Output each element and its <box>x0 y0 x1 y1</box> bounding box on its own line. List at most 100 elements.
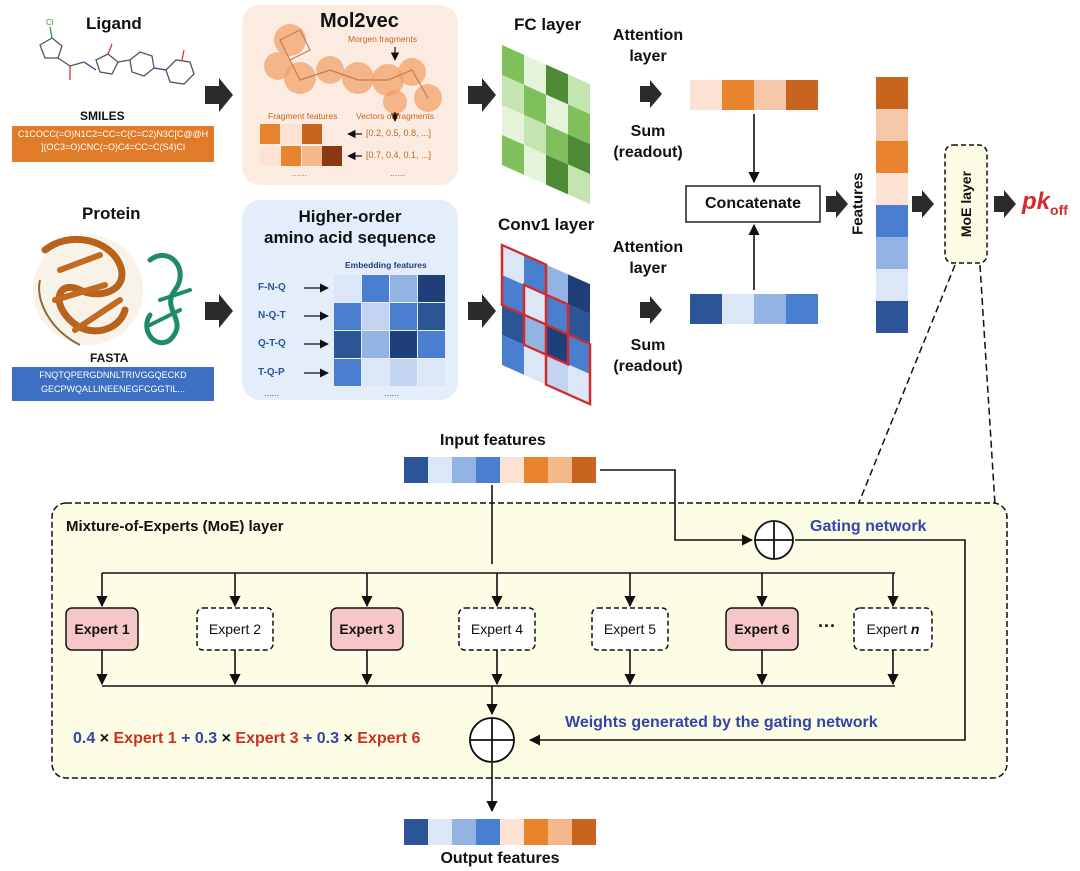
smiles-label: SMILES <box>80 109 125 123</box>
attention-bottom-line1: Attention <box>612 239 684 256</box>
expert-box-4 <box>458 607 536 651</box>
sum-bottom-label: Sum (readout) <box>598 336 698 378</box>
ligand-molecule-drawing <box>39 26 195 85</box>
formula-w2: 0.3 <box>194 730 218 747</box>
embedding-features-label: Embedding features <box>345 260 427 270</box>
moe-flow-lines <box>102 469 966 813</box>
seq-row-3: Q-T-Q <box>258 338 286 349</box>
amino-title: Higher-order amino acid sequence <box>262 206 438 249</box>
fragment-features-label: Fragment features <box>268 111 338 121</box>
protein-title: Protein <box>82 204 141 223</box>
formula-w1: 0.4 <box>73 730 96 747</box>
expert-label-2: Expert 2 <box>209 621 261 637</box>
fasta-line2: GECPWQALLINEENEGFCGGTIL... <box>40 383 186 394</box>
expert-label-1: Expert 1 <box>74 621 129 637</box>
zoom-line-left <box>857 264 956 506</box>
amino-ellipsis-right: ...... <box>384 388 400 398</box>
fasta-box: FNQTQPERGDNNLTRIVGGQECKD GECPWQALLINEENE… <box>12 367 214 401</box>
formula-plus1: + <box>181 730 191 747</box>
conv1-layer-title: Conv1 layer <box>498 215 595 234</box>
formula-e3: Expert 6 <box>357 730 421 747</box>
attention-top-line1: Attention <box>612 27 684 44</box>
features-vector <box>876 77 908 333</box>
formula-times2: × <box>221 730 231 747</box>
vector1-text: [0.2, 0.5, 0.8, ...] <box>366 128 432 138</box>
sum-bottom-line1: Sum <box>630 337 666 354</box>
sum-top-line2: (readout) <box>613 143 683 161</box>
expert-label-4: Expert 4 <box>471 621 523 637</box>
amino-to-conv1-arrow <box>468 294 496 328</box>
fc-to-attention-arrow <box>640 80 662 108</box>
attention-bottom-label: Attention layer <box>598 238 698 280</box>
conv1-layer-grid <box>500 243 592 406</box>
conv1-to-attention-arrow <box>640 296 662 324</box>
cl-atom-label: Cl <box>46 18 54 27</box>
protein-to-amino-arrow <box>205 294 233 328</box>
sum-top-label: Sum (readout) <box>598 122 698 164</box>
concatenate-label: Concatenate <box>704 195 802 212</box>
pk-off-output: pkoff <box>1022 188 1068 218</box>
features-to-moe-arrow <box>912 190 934 218</box>
mol2vec-to-fc-arrow <box>468 78 496 112</box>
fc-layer-title: FC layer <box>514 15 582 34</box>
sum-bottom-line2: (readout) <box>613 357 683 375</box>
formula-w3: 0.3 <box>316 730 340 747</box>
gating-network-label: Gating network <box>810 518 927 535</box>
gating-sum-node <box>754 520 794 560</box>
expert-label-6: Expert 6 <box>734 621 789 637</box>
fragment-feature-grid <box>260 124 342 166</box>
ligand-vector <box>690 80 818 110</box>
smiles-line1: C1COCC(=O)N1C2=CC=C(C=C2)N3C[C@@H <box>17 129 209 139</box>
seq-row-1: F-N-Q <box>258 282 286 293</box>
seq-row-4: T-Q-P <box>258 367 285 378</box>
attention-top-label: Attention layer <box>598 26 698 68</box>
protein-vector <box>690 294 818 324</box>
moe-layer-small-label: MoE layer <box>957 170 974 238</box>
moe-to-output-arrow <box>994 190 1016 218</box>
expert-box-3 <box>330 607 404 651</box>
mol2vec-ellipsis-left: ...... <box>292 168 308 178</box>
expert-label-suffix: n <box>911 621 920 637</box>
expert-box-1 <box>65 607 139 651</box>
expert-box-6 <box>725 607 799 651</box>
input-features-label: Input features <box>440 432 546 449</box>
zoom-line-right <box>979 264 996 506</box>
mol2vec-ellipsis-right: ...... <box>390 168 406 178</box>
weighted-sum-formula: 0.4 × Expert 1 + 0.3 × Expert 3 + 0.3 × … <box>73 730 420 748</box>
embedding-feature-grid <box>334 275 445 386</box>
amino-title-line2: amino acid sequence <box>264 228 436 248</box>
mol2vec-title: Mol2vec <box>320 10 399 32</box>
expert-box-2 <box>196 607 274 651</box>
protein-structure-drawing <box>33 235 192 346</box>
output-features-label: Output features <box>440 850 560 867</box>
formula-times1: × <box>99 730 110 747</box>
formula-plus2: + <box>302 730 313 747</box>
attention-top-line2: layer <box>629 47 667 65</box>
moe-panel-title: Mixture-of-Experts (MoE) layer <box>66 518 284 535</box>
pk-sub: off <box>1050 202 1068 218</box>
formula-e1: Expert 1 <box>113 730 177 747</box>
seq-row-2: N-Q-T <box>258 310 286 321</box>
block-arrows <box>205 78 1016 328</box>
morgen-fragments-label: Morgen fragments <box>348 34 417 44</box>
expert-label-5: Expert 5 <box>604 621 656 637</box>
expert-box-7 <box>853 607 933 651</box>
morgen-fragments-drawing <box>264 24 442 114</box>
expert-label-7: Expert n <box>867 621 920 637</box>
smiles-box: C1COCC(=O)N1C2=CC=C(C=C2)N3C[C@@H ](OC3=… <box>12 126 214 162</box>
amino-ellipsis-left: ...... <box>264 388 280 398</box>
fc-layer-grid <box>502 44 590 205</box>
weighted-sum-node <box>469 717 515 763</box>
vector2-text: [0.7, 0.4, 0.1, ...] <box>366 150 432 160</box>
moe-layer-small-box <box>944 144 988 264</box>
formula-e2: Expert 3 <box>235 730 299 747</box>
output-features-vector <box>404 819 596 845</box>
features-label: Features <box>849 172 867 235</box>
input-features-vector <box>404 457 596 483</box>
formula-times3: × <box>343 730 353 747</box>
weights-label: Weights generated by the gating network <box>565 714 878 731</box>
ligand-to-mol2vec-arrow <box>205 78 233 112</box>
pk-main: pk <box>1022 188 1051 215</box>
